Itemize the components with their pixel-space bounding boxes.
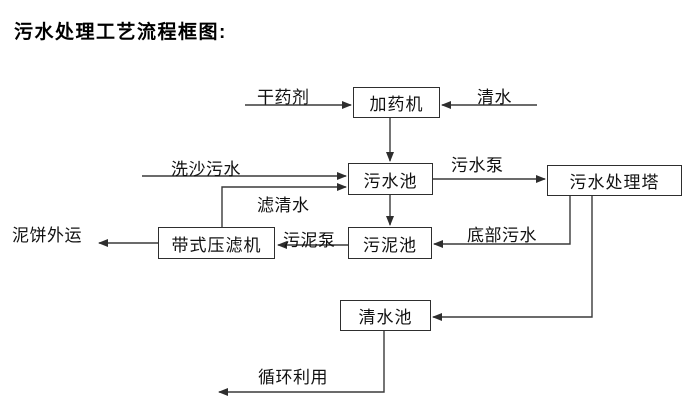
node-sewage-pool: 污水池 [348, 163, 433, 195]
node-sludge-pool: 污泥池 [348, 227, 432, 259]
arrow-filtered-water-to-sewage-pool [221, 183, 347, 227]
arrow-tower-to-clear-water-pool [432, 196, 593, 321]
edge-label-sludge-pump: 污泥泵 [283, 231, 336, 250]
edge-label-sand-washing-sewage: 洗沙污水 [171, 160, 241, 179]
node-belt-filter-press: 带式压滤机 [158, 227, 275, 259]
edge-label-bottom-sewage: 底部污水 [467, 226, 537, 245]
edge-label-mud-cake-out: 泥饼外运 [12, 226, 82, 245]
edge-label-recycle: 循环利用 [258, 368, 328, 387]
arrow-recycle-out [218, 331, 385, 396]
arrow-bottom-sewage-to-sludge-pool [433, 196, 571, 248]
edge-label-filtered-water: 滤清水 [257, 196, 310, 215]
edge-label-sewage-pump: 污水泵 [451, 156, 504, 175]
edge-label-clear-water: 清水 [477, 88, 512, 107]
node-clear-water-pool: 清水池 [340, 300, 431, 331]
node-dosing-machine: 加药机 [353, 87, 440, 118]
page-title: 污水处理工艺流程框图: [14, 22, 227, 43]
edge-label-dry-chemical: 干药剂 [257, 88, 310, 107]
node-treatment-tower: 污水处理塔 [547, 165, 682, 196]
